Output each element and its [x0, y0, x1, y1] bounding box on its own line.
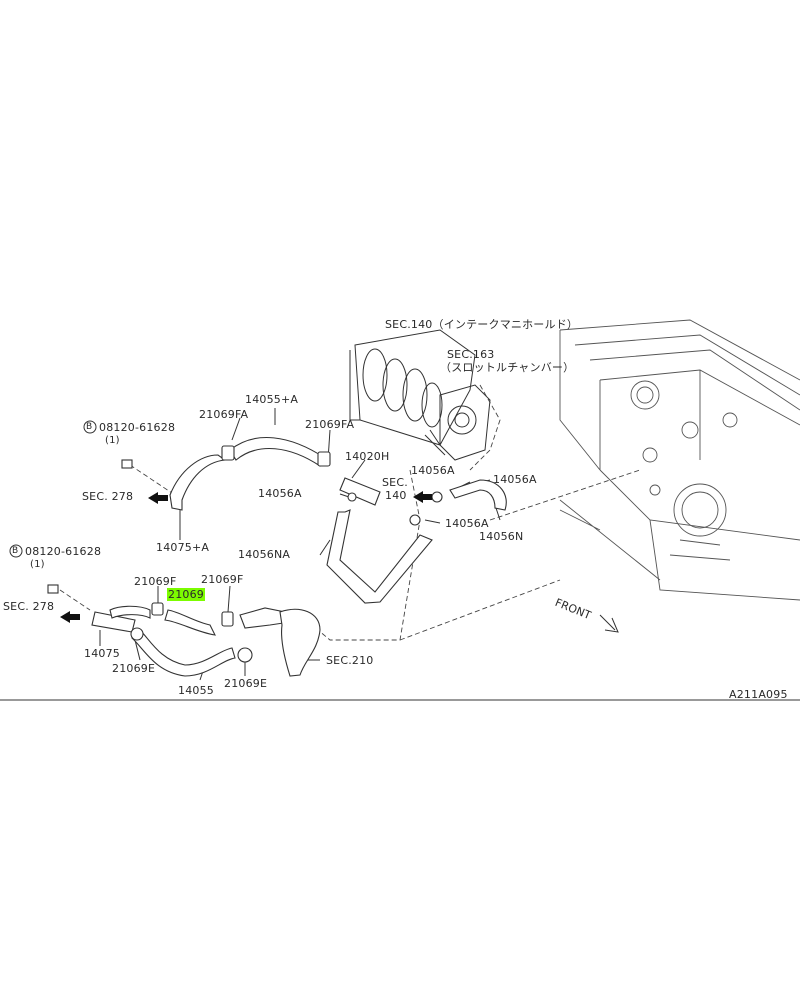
- label-14056n: 14056N: [479, 530, 524, 543]
- label-sec140-intake: SEC.140（インテークマニホールド）: [385, 318, 579, 331]
- label-bolt-symbol-bot: B: [12, 546, 19, 556]
- label-21069f-right: 21069F: [201, 573, 244, 586]
- bolt-circle-icon: [83, 420, 97, 434]
- label-sec163-jp: （スロットルチャンバー）: [440, 361, 575, 374]
- label-14056a-4: 14056A: [445, 517, 489, 530]
- hose-14055: [130, 627, 253, 677]
- hose-14056na: [326, 509, 433, 604]
- label-21069fa-right: 21069FA: [305, 418, 355, 431]
- label-sec163: SEC.163: [447, 348, 495, 361]
- bolt-icon: [47, 459, 133, 594]
- bolt-circle-icon: [9, 544, 23, 558]
- label-sec140-mid-1: SEC.: [382, 476, 408, 489]
- label-21069f-left: 21069F: [134, 575, 177, 588]
- hose-14055a: [221, 437, 331, 467]
- front-arrow-icon: [599, 614, 619, 633]
- hose-14075a: [169, 454, 227, 511]
- label-sec210: SEC.210: [326, 654, 374, 667]
- label-14056a-2: 14056A: [493, 473, 537, 486]
- label-14075: 14075: [84, 647, 120, 660]
- fitting-14020h: [339, 477, 381, 506]
- label-bolt-symbol-top: B: [86, 422, 93, 432]
- label-14056na: 14056NA: [238, 548, 291, 561]
- label-bolt-top-qty: (1): [105, 435, 120, 446]
- throttle-chamber: [424, 384, 491, 461]
- arrow-icon: [148, 492, 168, 504]
- label-sec140-mid-2: 140: [385, 489, 407, 502]
- label-sec278-bot: SEC. 278: [3, 600, 55, 613]
- label-bolt-bot: 08120-61628: [25, 545, 102, 558]
- label-bolt-top: 08120-61628: [99, 421, 176, 434]
- water-outlet: [239, 607, 321, 677]
- arrow-icon: [413, 491, 432, 503]
- label-14056a-3: 14056A: [258, 487, 302, 500]
- label-bolt-bot-qty: (1): [30, 559, 45, 570]
- hose-21069: [151, 602, 234, 636]
- hose-14075: [91, 605, 151, 633]
- label-21069e-left: 21069E: [112, 662, 156, 675]
- label-14075a: 14075+A: [156, 541, 210, 554]
- label-14056a-1: 14056A: [411, 464, 455, 477]
- engine-block: [559, 319, 800, 601]
- label-diagram-code: A211A095: [729, 688, 788, 701]
- label-sec278-top: SEC. 278: [82, 490, 134, 503]
- arrow-icon: [60, 611, 80, 623]
- hose-14056n: [409, 479, 507, 526]
- label-14020h: 14020H: [345, 450, 390, 463]
- label-21069e-right: 21069E: [224, 677, 268, 690]
- label-21069fa-left: 21069FA: [199, 408, 249, 421]
- label-14055a: 14055+A: [245, 393, 299, 406]
- intake-manifold: [349, 329, 476, 446]
- label-14055: 14055: [178, 684, 214, 697]
- label-21069-highlighted[interactable]: 21069: [167, 588, 205, 601]
